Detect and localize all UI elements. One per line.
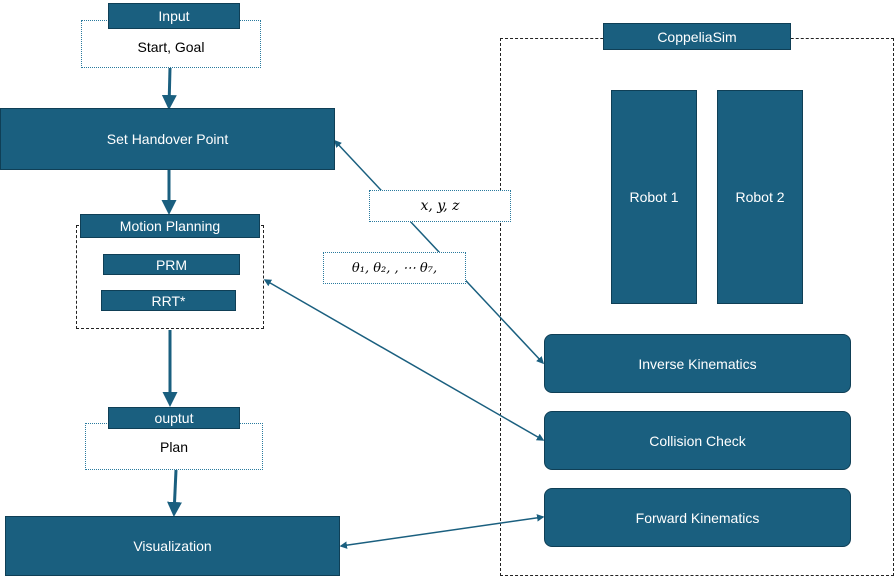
robot-2-text: Robot 2	[735, 189, 785, 205]
motion-planning-title-text: Motion Planning	[119, 218, 221, 234]
output-content: Plan	[85, 423, 263, 470]
motion-planning-title: Motion Planning	[80, 214, 260, 238]
set-handover-point-box: Set Handover Point	[0, 108, 335, 170]
input-title: Input	[108, 3, 240, 29]
forward-kinematics-text: Forward Kinematics	[635, 509, 760, 526]
xyz-label-text: x, y, z	[420, 198, 460, 214]
robot-1-text: Robot 1	[629, 189, 679, 205]
xyz-label: x, y, z	[369, 190, 511, 222]
output-title: ouptut	[108, 407, 240, 429]
set-handover-point-text: Set Handover Point	[106, 131, 229, 147]
arrow-output-to-visualization	[167, 469, 183, 517]
coppeliasim-title: CoppeliaSim	[603, 23, 791, 50]
input-content-text: Start, Goal	[137, 39, 205, 55]
output-title-text: ouptut	[154, 410, 194, 426]
robot-2-box: Robot 2	[717, 90, 803, 304]
robot-1-box: Robot 1	[611, 90, 697, 304]
inverse-kinematics-box: Inverse Kinematics	[544, 334, 851, 393]
prm-box: PRM	[103, 254, 240, 275]
rrt-box: RRT*	[101, 290, 236, 311]
arrow-input-to-handover	[161, 67, 177, 110]
visualization-box: Visualization	[5, 516, 340, 576]
prm-text: PRM	[155, 256, 188, 273]
inverse-kinematics-text: Inverse Kinematics	[638, 355, 757, 372]
theta-label-text: θ₁, θ₂, , ⋯ θ₇,	[351, 260, 438, 276]
collision-check-box: Collision Check	[544, 411, 851, 470]
rrt-text: RRT*	[151, 292, 186, 309]
coppeliasim-title-text: CoppeliaSim	[657, 28, 737, 45]
output-content-text: Plan	[159, 438, 189, 455]
input-title-text: Input	[158, 8, 190, 24]
forward-kinematics-box: Forward Kinematics	[544, 488, 851, 547]
visualization-text: Visualization	[133, 538, 212, 554]
motion-planning-region	[76, 225, 264, 329]
collision-check-text: Collision Check	[649, 432, 746, 449]
theta-label: θ₁, θ₂, , ⋯ θ₇,	[323, 252, 466, 284]
